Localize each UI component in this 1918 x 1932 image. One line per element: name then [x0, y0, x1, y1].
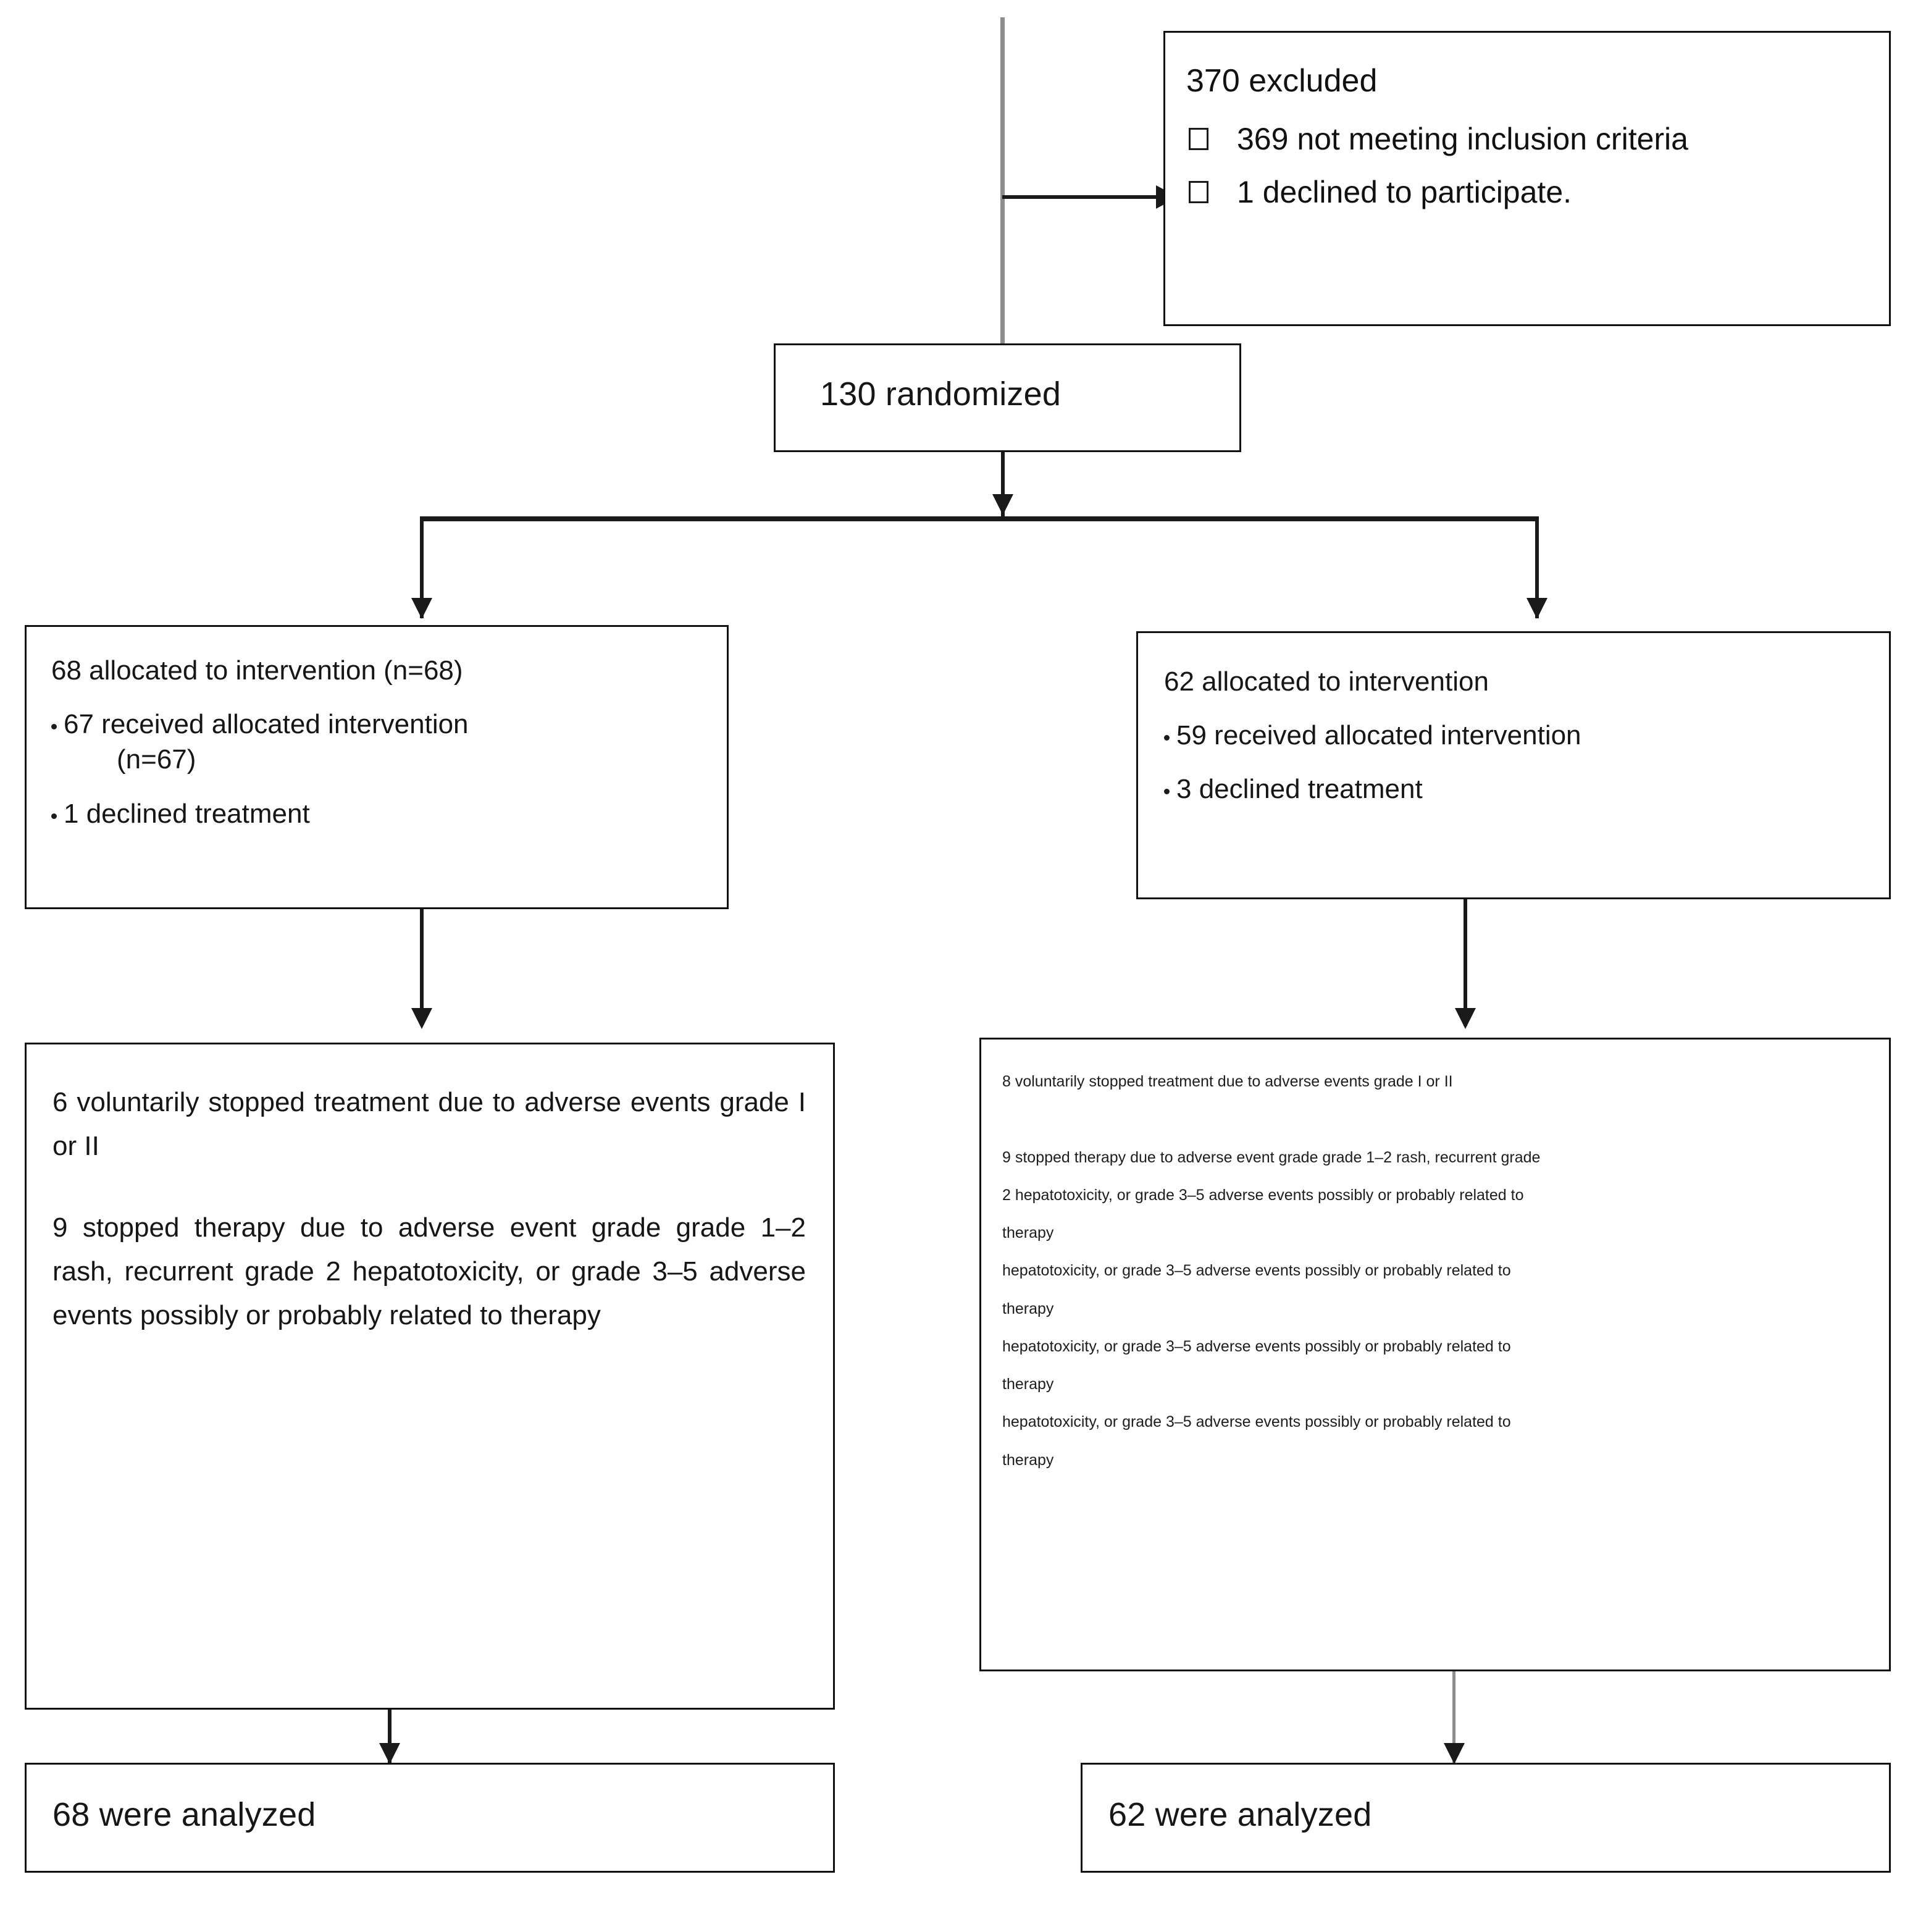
connector-right-alloc-to-dropouts — [1464, 899, 1467, 1026]
left-analyzed-box: 68 were analyzed — [25, 1763, 835, 1873]
right-dropouts-line: hepatotoxicity, or grade 3–5 adverse eve… — [1002, 1413, 1511, 1431]
left-allocation-bullet-line: 1 declined treatment — [64, 798, 310, 829]
connector-randomized-down — [1001, 451, 1005, 519]
connector-split-right — [1535, 516, 1539, 618]
left-allocation-bullet-line: 67 received allocated intervention — [64, 709, 469, 740]
left-allocation-bullet-subline: (n=67) — [117, 744, 196, 775]
right-allocation-box: 62 allocated to intervention 59 received… — [1136, 631, 1891, 899]
arrow-left-analyzed-icon — [379, 1743, 400, 1764]
right-allocation-bullet: 3 declined treatment — [1164, 771, 1864, 807]
excluded-item-label: 369 not meeting inclusion criteria — [1237, 122, 1688, 156]
arrow-randomized-down-icon — [992, 494, 1013, 515]
connector-to-excluded — [1002, 195, 1160, 199]
bullet-icon — [1164, 735, 1170, 741]
right-allocation-bullet: 59 received allocated intervention — [1164, 718, 1864, 753]
bullet-icon — [1164, 789, 1170, 795]
right-dropouts-line: therapy — [1002, 1224, 1054, 1241]
right-dropouts-line: 9 stopped therapy due to adverse event g… — [1002, 1148, 1541, 1166]
left-dropouts-paragraph-1: 6 voluntarily stopped treatment due to a… — [52, 1087, 806, 1162]
right-analyzed-label: 62 were analyzed — [1108, 1796, 1372, 1833]
arrow-split-left-icon — [411, 598, 432, 619]
right-dropouts-line: therapy — [1002, 1376, 1054, 1393]
excluded-box: 370 excluded 369 not meeting inclusion c… — [1163, 31, 1891, 326]
right-dropouts-line: hepatotoxicity, or grade 3–5 adverse eve… — [1002, 1337, 1511, 1355]
right-allocation-heading: 62 allocated to intervention — [1164, 666, 1489, 697]
randomized-box: 130 randomized — [774, 343, 1241, 452]
left-analyzed-label: 68 were analyzed — [52, 1796, 316, 1833]
right-dropouts-box: 8 voluntarily stopped treatment due to a… — [979, 1038, 1891, 1671]
left-dropouts-box: 6 voluntarily stopped treatment due to a… — [25, 1043, 835, 1710]
connector-left-alloc-to-dropouts — [420, 907, 424, 1024]
arrow-right-alloc-down-icon — [1455, 1008, 1476, 1029]
right-dropouts-line: therapy — [1002, 1451, 1054, 1469]
right-dropouts-line: hepatotoxicity, or grade 3–5 adverse eve… — [1002, 1262, 1511, 1280]
excluded-item-label: 1 declined to participate. — [1237, 175, 1572, 209]
checkbox-icon — [1189, 181, 1208, 203]
excluded-heading: 370 excluded — [1186, 63, 1378, 99]
left-dropouts-paragraph-2: 9 stopped therapy due to adverse event g… — [52, 1212, 806, 1331]
arrow-right-analyzed-icon — [1444, 1743, 1465, 1764]
connector-right-dropouts-to-analyzed — [1452, 1669, 1455, 1765]
left-allocation-box: 68 allocated to intervention (n=68) 67 r… — [25, 625, 729, 909]
right-dropouts-line: therapy — [1002, 1300, 1054, 1317]
left-allocation-bullet: 1 declined treatment — [51, 796, 702, 831]
connector-split-left — [420, 516, 424, 618]
right-dropouts-line: 8 voluntarily stopped treatment due to a… — [1002, 1073, 1453, 1090]
right-dropouts-line: 2 hepatotoxicity, or grade 3–5 adverse e… — [1002, 1186, 1524, 1204]
right-analyzed-box: 62 were analyzed — [1081, 1763, 1891, 1873]
excluded-item: 1 declined to participate. — [1186, 174, 1861, 211]
bullet-icon — [51, 724, 57, 730]
checkbox-icon — [1189, 128, 1208, 150]
excluded-item: 369 not meeting inclusion criteria — [1186, 120, 1861, 158]
arrow-split-right-icon — [1526, 598, 1547, 619]
connector-split-bar — [420, 516, 1539, 521]
randomized-label: 130 randomized — [820, 376, 1062, 413]
arrow-left-alloc-down-icon — [411, 1008, 432, 1029]
left-allocation-bullet: 67 received allocated intervention (n=67… — [51, 707, 702, 777]
left-allocation-heading: 68 allocated to intervention (n=68) — [51, 655, 463, 686]
right-dropouts-line — [1002, 1101, 1868, 1138]
bullet-icon — [51, 813, 57, 819]
right-allocation-bullet-line: 3 declined treatment — [1176, 774, 1423, 805]
connector-enrollment-stem — [1000, 17, 1005, 346]
right-allocation-bullet-line: 59 received allocated intervention — [1176, 720, 1581, 751]
